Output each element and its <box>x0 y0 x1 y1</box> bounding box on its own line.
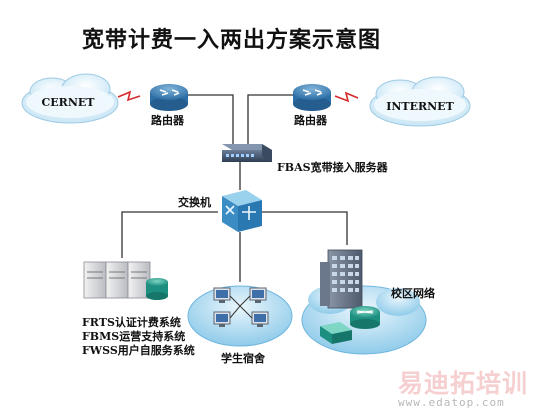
campus-switch-icon <box>320 322 352 344</box>
link-switch-systems <box>121 211 218 258</box>
connection-lines <box>121 94 348 282</box>
server-tower-2 <box>105 261 129 299</box>
fbas-server-label: FBAS宽带接入服务器 <box>277 161 388 174</box>
link-router-left-server <box>170 94 234 150</box>
router-left-icon <box>150 84 188 111</box>
router-right-label: 路由器 <box>294 114 327 127</box>
switch-icon <box>222 190 262 232</box>
dorm-label: 学生宿舍 <box>221 352 265 365</box>
system-label-fwss: FWSS用户自服务系统 <box>82 344 195 357</box>
campus-network-label: 校区网络 <box>391 287 435 300</box>
diagram-title: 宽带计费一入两出方案示意图 <box>82 28 382 53</box>
dorm-cloud <box>187 285 293 347</box>
link-switch-campus <box>262 211 348 245</box>
database-icon <box>146 278 168 300</box>
server-tower-3 <box>127 261 151 299</box>
pc-icon-1 <box>213 287 231 303</box>
system-label-frts: FRTS认证计费系统 <box>82 316 181 329</box>
campus-network <box>301 249 427 355</box>
system-servers-icon <box>83 261 168 300</box>
link-router-right-server <box>247 94 300 150</box>
router-left-label: 路由器 <box>151 114 184 127</box>
wan-link-left <box>117 90 141 102</box>
watermark-logo-text: 易迪拓培训 <box>398 369 529 398</box>
fbas-server-icon <box>222 144 272 162</box>
system-label-fbms: FBMS运营支持系统 <box>82 330 186 343</box>
cernet-label: CERNET <box>42 96 96 109</box>
internet-label: INTERNET <box>386 100 454 113</box>
building-icon <box>320 249 363 309</box>
dorm-network <box>187 285 293 347</box>
server-tower-1 <box>83 261 107 299</box>
internet-cloud: INTERNET <box>369 76 471 127</box>
router-right-icon <box>293 84 331 111</box>
wan-link-right <box>334 91 359 103</box>
campus-router-icon <box>350 306 380 329</box>
pc-icon-2 <box>249 287 267 303</box>
watermark-url: www.edatop.com <box>398 396 505 409</box>
cernet-cloud: CERNET <box>21 73 119 124</box>
switch-label: 交换机 <box>178 196 211 209</box>
pc-icon-4 <box>251 311 269 327</box>
